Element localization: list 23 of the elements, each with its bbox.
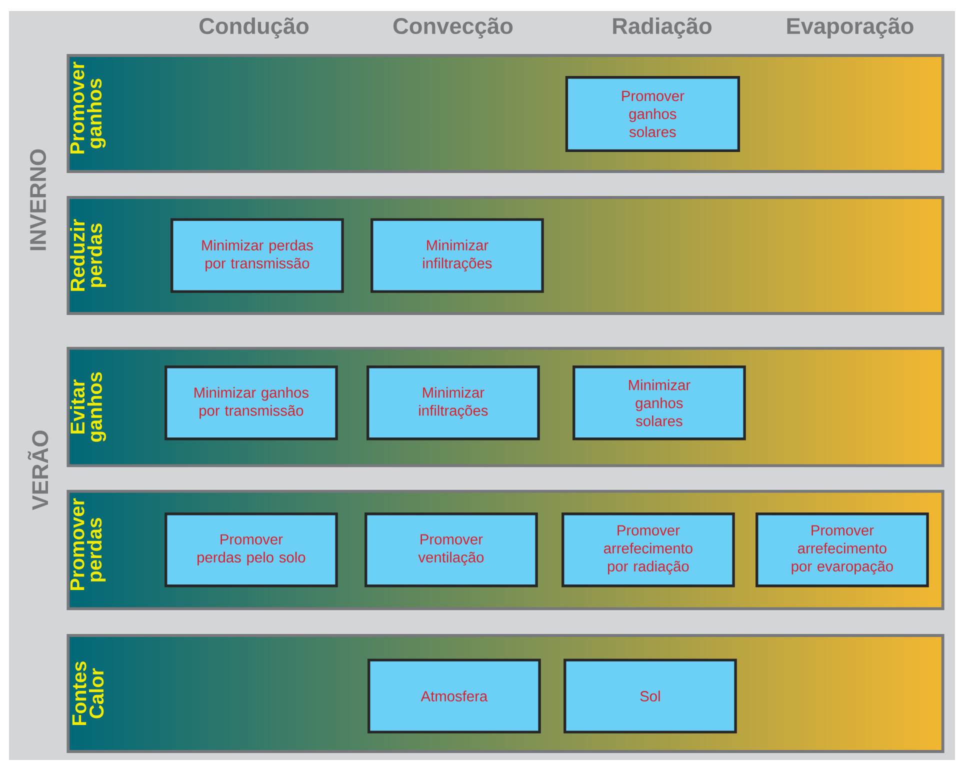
- row-heading: Promover ganhos: [70, 62, 106, 154]
- action-box: Promover ganhos solares: [565, 76, 740, 152]
- action-box: Promover ventilação: [364, 512, 538, 588]
- season-label: VERÃO: [28, 430, 48, 510]
- action-box: Minimizar perdas por transmissão: [170, 218, 344, 293]
- action-box: Minimizar infiltrações: [370, 218, 544, 293]
- column-heading: Radiação: [613, 17, 712, 39]
- action-box: Minimizar ganhos solares: [572, 366, 746, 440]
- action-box: Promover arrefecimento por radiação: [562, 512, 735, 588]
- row-heading: Promover perdas: [70, 498, 106, 590]
- action-box: Promover arrefecimento por evaropação: [756, 512, 929, 588]
- action-box: Minimizar ganhos por transmissão: [164, 366, 338, 440]
- season-label: INVERNO: [30, 149, 46, 250]
- column-heading: Condução: [200, 17, 309, 39]
- action-box: Atmosfera: [368, 658, 541, 734]
- action-box: Promover perdas pelo solo: [164, 512, 338, 588]
- action-box: Sol: [564, 658, 737, 734]
- row-heading: Reduzir perdas: [70, 219, 106, 291]
- column-heading: Convecção: [393, 18, 513, 39]
- column-heading: Evaporação: [787, 18, 914, 39]
- action-box: Minimizar infiltrações: [366, 366, 540, 440]
- row-heading: Fontes Calor: [72, 662, 104, 725]
- row-heading: Evitar ganhos: [70, 372, 106, 442]
